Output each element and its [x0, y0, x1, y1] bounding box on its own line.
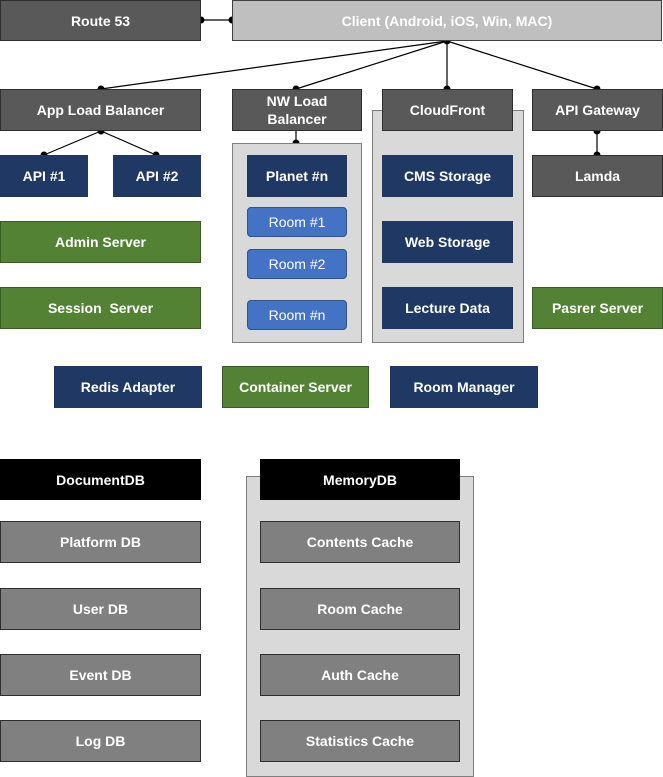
edge-app-lb-api2	[100, 130, 157, 156]
user-db-node: User DB	[0, 588, 201, 630]
cloudfront-node: CloudFront	[382, 89, 513, 131]
api-gateway-node: API Gateway	[532, 89, 663, 131]
room2-node: Room #2	[247, 249, 347, 279]
edge-client-app-lb	[100, 40, 448, 90]
api2-node: API #2	[113, 155, 201, 197]
container-server-node: Container Server	[222, 366, 369, 408]
log-db-node: Log DB	[0, 720, 201, 762]
edge-app-lb-api1	[43, 130, 102, 156]
room-cache-node: Room Cache	[260, 588, 460, 630]
api1-node: API #1	[0, 155, 88, 197]
event-db-node: Event DB	[0, 654, 201, 696]
edge-client-nw-lb	[295, 40, 448, 90]
web-storage-node: Web Storage	[382, 221, 513, 263]
session-server-node: Session Server	[0, 287, 201, 329]
cms-storage-node: CMS Storage	[382, 155, 513, 197]
contents-cache-node: Contents Cache	[260, 521, 460, 563]
redis-adapter-node: Redis Adapter	[54, 366, 202, 408]
lecture-data-node: Lecture Data	[382, 287, 513, 329]
planet-node: Planet #n	[247, 155, 347, 197]
route53-node: Route 53	[0, 0, 201, 41]
app-load-balancer-node: App Load Balancer	[0, 89, 201, 131]
admin-server-node: Admin Server	[0, 221, 201, 263]
documentdb-node: DocumentDB	[0, 459, 201, 500]
client-node: Client (Android, iOS, Win, MAC)	[232, 0, 662, 41]
statistics-cache-node: Statistics Cache	[260, 720, 460, 762]
auth-cache-node: Auth Cache	[260, 654, 460, 696]
roomn-node: Room #n	[247, 300, 347, 330]
memorydb-node: MemoryDB	[260, 459, 460, 500]
nw-load-balancer-node: NW Load Balancer	[232, 89, 362, 131]
lamda-node: Lamda	[532, 155, 663, 197]
room-manager-node: Room Manager	[390, 366, 538, 408]
edge-client-api-gateway	[446, 40, 598, 90]
parser-server-node: Pasrer Server	[532, 287, 663, 329]
room1-node: Room #1	[247, 207, 347, 237]
platform-db-node: Platform DB	[0, 521, 201, 563]
